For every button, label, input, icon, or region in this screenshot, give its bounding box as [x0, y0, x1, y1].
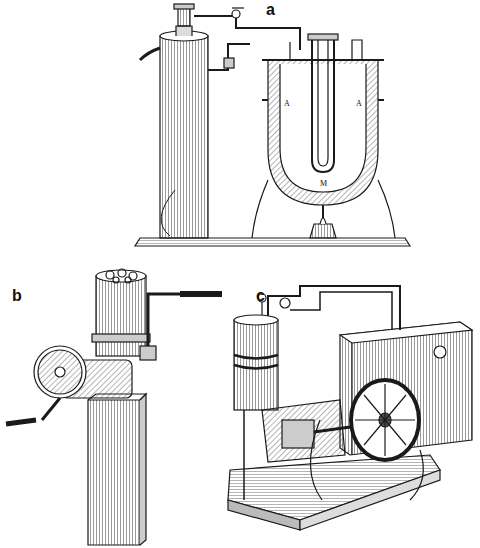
part-letter: A — [355, 100, 363, 108]
panel-letter: a — [266, 2, 275, 18]
hand-compressor — [6, 269, 222, 545]
refrigerating-machine — [228, 286, 472, 530]
panel-letter: c — [256, 288, 265, 304]
part-letter: A — [283, 100, 291, 108]
liquefaction-apparatus — [135, 4, 410, 246]
panel-letter: b — [12, 288, 22, 304]
part-letter: M — [319, 180, 328, 188]
